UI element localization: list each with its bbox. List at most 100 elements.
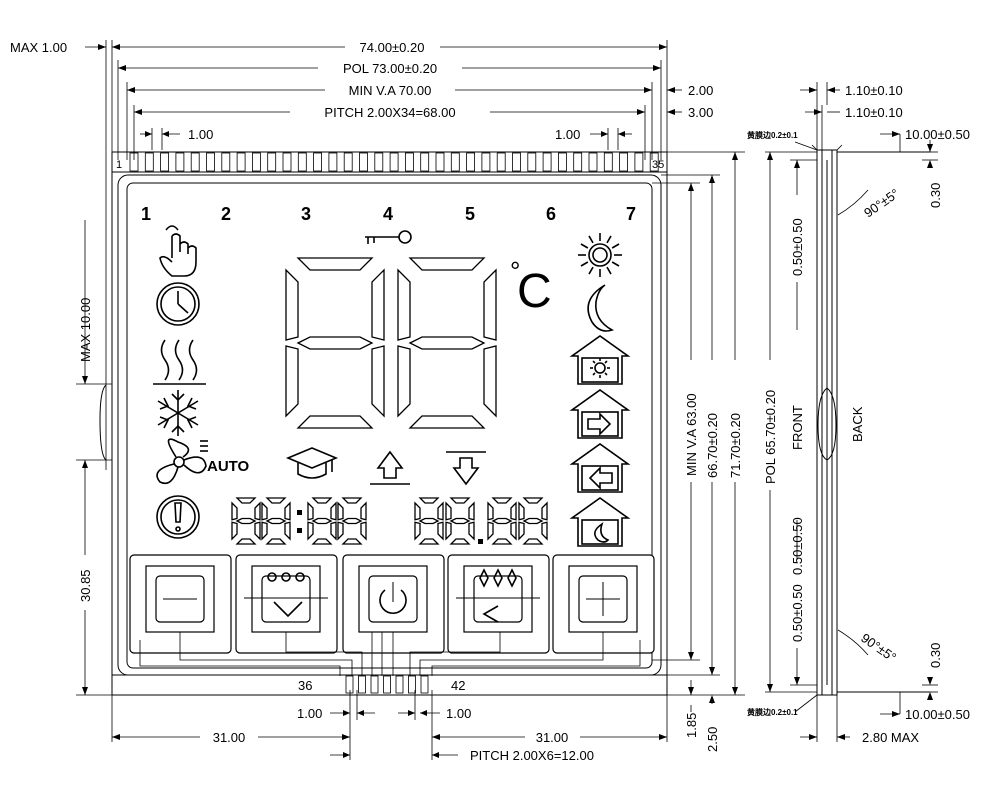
plus-button[interactable] [552,554,655,654]
digit-segment [518,521,525,541]
digit-segment [418,538,440,545]
digit-segment [296,415,374,429]
top-pin [404,152,414,172]
sun-icon [578,233,622,277]
program-button[interactable] [447,554,550,654]
side-050-bot-label: 0.50±0.50 [790,584,805,642]
digit-segment [341,538,363,545]
bottom-pin [358,675,366,694]
day-2: 2 [221,204,231,224]
right-dimensions: MIN V.A 63.00 66.70±0.20 71.70±0.20 1.85… [652,151,745,752]
bottom-pin [383,675,391,694]
big-digit-2 [397,257,497,429]
decimal-dot [478,539,483,544]
top-pin [160,152,170,172]
hand-icon [159,225,197,277]
heat-icon [153,339,206,385]
digit-segment [522,517,544,525]
mode-button[interactable] [235,554,338,654]
top-pin [481,152,491,172]
bottom-pin [420,675,429,694]
digit-segment [284,501,291,521]
digit-segment [445,501,452,521]
sun-ray [580,261,589,267]
side-050-mid-label: 0.50±0.50 [790,517,805,575]
digit-segment [418,497,440,504]
big-temperature-digits [285,257,497,429]
key-icon [365,230,412,244]
lcd-body: 1 35 [99,151,668,696]
pin-width-left-label: 1.00 [188,127,213,142]
pitch-top-label: PITCH 2.00X34=68.00 [324,105,455,120]
top-pin [206,152,215,172]
clock-icon [156,282,200,326]
digit-segment [487,521,494,541]
digit-segment [307,521,314,541]
digit-segment [445,521,452,541]
digit-segment [491,538,513,545]
bottom-pins [345,675,429,694]
digit-segment [414,521,421,541]
side-chamfer-top-label: 黄膜边0.2±0.1 [747,130,798,140]
sun-ray [606,235,612,244]
left-dimensions: MAX 10.00 30.85 [76,220,112,696]
digit-segment [235,517,257,525]
digit-segment [337,501,344,521]
top-pin [374,152,384,172]
digit-segment [522,497,544,504]
power-button[interactable] [342,554,445,654]
side-angle-bot-label: 90°±5° [858,630,899,665]
digit-segment [265,538,287,545]
bottom-pin-left-label: 1.00 [297,706,322,721]
top-pin [282,152,292,172]
digit-segment [437,501,444,521]
digit-segment [468,521,475,541]
top-pin [558,152,567,172]
snowflake-icon [157,390,199,436]
top-pin [420,152,430,172]
digit-segment [265,497,287,504]
digit-segment [311,517,333,525]
small-digit-8 [518,497,548,545]
top-pin [496,152,506,172]
day-6: 6 [546,204,556,224]
bottom-pin-right-label: 1.00 [446,706,471,721]
digit-segment [510,521,517,541]
touch-keys [129,554,655,676]
pin-35-label: 35 [652,159,664,171]
auto-label: AUTO [207,458,250,475]
top-pin [619,152,628,172]
top-pin [175,152,185,172]
digit-segment [231,501,238,521]
home-moon-icon [569,497,631,547]
minus-button[interactable] [129,554,232,654]
digit-segment [414,501,421,521]
sun-ray [580,243,589,249]
digit-segment [341,517,363,525]
pitch-bottom-label: PITCH 2.00X6=12.00 [470,748,594,763]
down-arrow-icon [446,451,486,486]
pin-42-label: 42 [451,678,465,693]
bottom-pin [395,675,404,694]
digit-segment [285,345,299,418]
top-pin [512,152,521,172]
top-pin [634,152,644,172]
digit-segment [483,268,497,341]
day-3: 3 [301,204,311,224]
digit-segment [261,501,268,521]
digit-segment [449,538,471,545]
h-250-label: 2.50 [705,727,720,752]
colon-dot [297,528,302,533]
degree-symbol: ° [510,256,520,286]
digit-segment [468,501,475,521]
home-enter-icon [569,389,631,439]
warning-icon [156,495,200,539]
up-arrow-icon [370,450,410,485]
sun-ray [606,266,612,275]
moon-icon [587,284,614,332]
small-digit-3 [307,497,337,545]
top-pin [603,152,613,172]
digit-segment [408,415,486,429]
bottom-pin [408,675,416,694]
top-pin [236,152,246,172]
